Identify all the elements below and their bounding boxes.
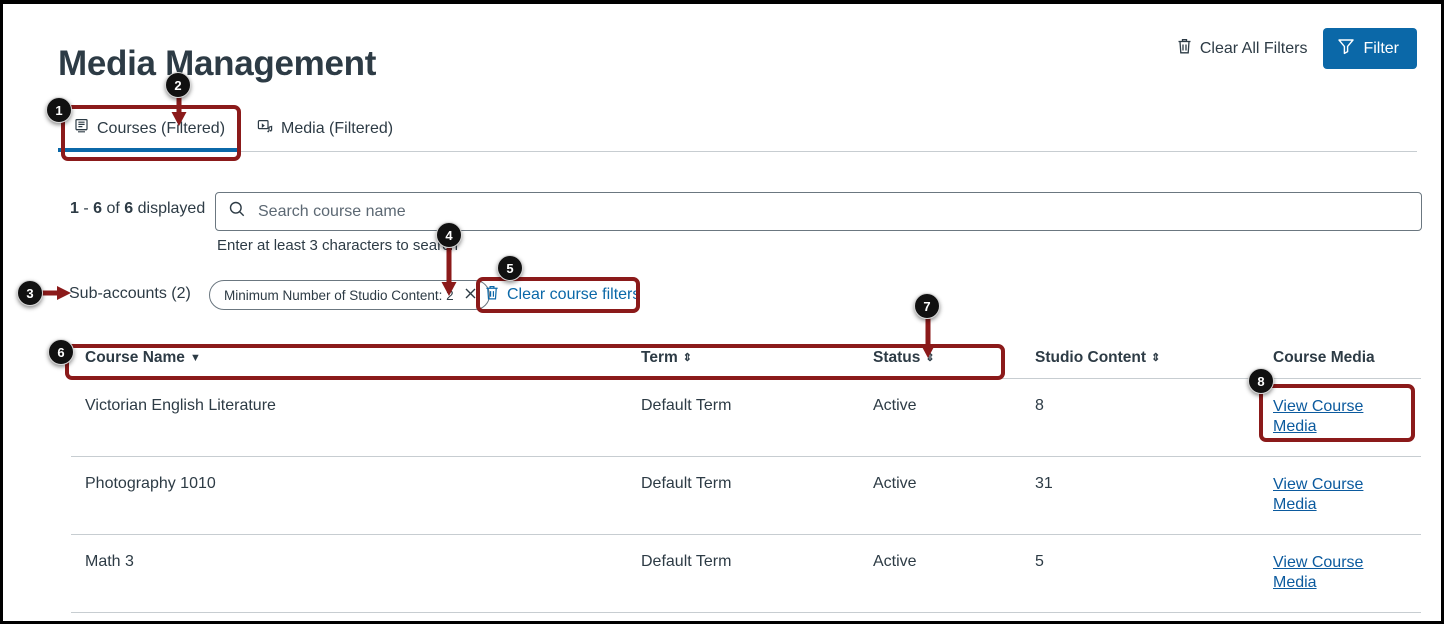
sort-updown-icon: ⇕ [925, 352, 935, 364]
cell-course-media: View Course Media [1259, 612, 1421, 621]
column-header-studio-content[interactable]: Studio Content ⇕ [1021, 344, 1259, 379]
annotation-badge-7: 7 [914, 293, 940, 319]
filter-button-label: Filter [1363, 39, 1399, 57]
sub-accounts-label: Sub-accounts (2) [69, 285, 191, 302]
table-row: History 101 Default Term Active 14 View … [71, 612, 1421, 621]
results-count-start: 1 [70, 200, 79, 217]
column-header-course-name-label: Course Name [85, 349, 185, 366]
cell-course-media: View Course Media [1259, 534, 1421, 613]
cell-term: Default Term [627, 534, 859, 613]
view-course-media-link[interactable]: View Course Media [1273, 553, 1364, 592]
header-actions: Clear All Filters Filter [1174, 28, 1417, 69]
funnel-icon [1337, 37, 1355, 60]
column-header-term-label: Term [641, 349, 678, 366]
page-title: Media Management [58, 44, 377, 84]
table-header: Course Name ▼ Term ⇕ Status ⇕ Studio Conten… [71, 344, 1421, 379]
cell-term: Default Term [627, 456, 859, 535]
tab-courses-label: Courses (Filtered) [97, 119, 226, 137]
courses-book-icon [74, 118, 89, 139]
view-course-media-link[interactable]: View Course Media [1273, 475, 1364, 514]
results-count-of: of [102, 200, 125, 217]
results-count-total: 6 [124, 200, 134, 217]
cell-status: Active [859, 534, 1021, 613]
filter-button[interactable]: Filter [1323, 28, 1417, 69]
cell-studio-content: 5 [1021, 534, 1259, 613]
cell-studio-content: 14 [1021, 612, 1259, 621]
sort-updown-icon: ⇕ [1151, 352, 1161, 364]
column-header-course-media-label: Course Media [1273, 349, 1375, 366]
column-header-status[interactable]: Status ⇕ [859, 344, 1021, 379]
cell-course-name: Math 3 [71, 534, 627, 613]
cell-status: Active [859, 612, 1021, 621]
cell-studio-content: 31 [1021, 456, 1259, 535]
cell-course-name: Victorian English Literature [71, 378, 627, 457]
column-header-course-name[interactable]: Course Name ▼ [71, 344, 627, 379]
tab-courses[interactable]: Courses (Filtered) [58, 118, 242, 152]
column-header-status-label: Status [873, 349, 921, 366]
cell-course-name: History 101 [71, 612, 627, 621]
sort-desc-icon: ▼ [189, 352, 201, 364]
clear-course-filters-button[interactable]: Clear course filters [482, 283, 642, 307]
column-header-term[interactable]: Term ⇕ [627, 344, 859, 379]
annotation-badge-5: 5 [497, 255, 523, 281]
column-header-studio-content-label: Studio Content [1035, 349, 1147, 366]
table-row: Photography 1010 Default Term Active 31 … [71, 456, 1421, 535]
cell-studio-content: 8 [1021, 378, 1259, 457]
clear-all-filters-button[interactable]: Clear All Filters [1174, 33, 1310, 64]
table-header-row: Course Name ▼ Term ⇕ Status ⇕ Studio Conten… [71, 344, 1421, 379]
view-course-media-link[interactable]: View Course Media [1273, 398, 1364, 436]
filter-pill-studio-content[interactable]: Minimum Number of Studio Content: 2 [209, 280, 490, 310]
search-input[interactable] [256, 201, 1409, 222]
cell-course-media: View Course Media [1259, 456, 1421, 535]
trash-icon [1176, 37, 1193, 60]
courses-table: Course Name ▼ Term ⇕ Status ⇕ Studio Conten… [71, 344, 1421, 621]
trash-icon [484, 284, 500, 306]
cell-term: Default Term [627, 378, 859, 457]
search-box[interactable] [215, 192, 1422, 231]
media-video-icon [257, 118, 273, 139]
results-count-suffix: displayed [133, 200, 206, 217]
annotation-arrow-3 [39, 286, 71, 300]
results-count: 1 - 6 of 6 displayed [70, 200, 205, 218]
cell-status: Active [859, 378, 1021, 457]
clear-course-filters-label: Clear course filters [507, 286, 641, 303]
tab-media[interactable]: Media (Filtered) [241, 118, 409, 151]
tab-list: Courses (Filtered) Media (Filtered) [58, 112, 1417, 152]
table-row: Math 3 Default Term Active 5 View Course… [71, 534, 1421, 613]
sort-updown-icon: ⇕ [682, 352, 692, 364]
annotation-badge-3: 3 [17, 280, 43, 306]
column-header-course-media: Course Media [1259, 344, 1421, 379]
cell-term: Default Term [627, 612, 859, 621]
tab-media-label: Media (Filtered) [281, 119, 394, 137]
filter-pill-label: Minimum Number of Studio Content: 2 [224, 287, 454, 303]
table-body: Victorian English Literature Default Ter… [71, 378, 1421, 621]
close-icon[interactable] [464, 287, 477, 304]
table-row: Victorian English Literature Default Ter… [71, 378, 1421, 457]
cell-course-name: Photography 1010 [71, 456, 627, 535]
cell-status: Active [859, 456, 1021, 535]
search-icon [228, 200, 246, 223]
cell-course-media: View Course Media [1259, 378, 1421, 457]
results-count-shown: 6 [93, 200, 103, 217]
search-hint: Enter at least 3 characters to search [217, 237, 458, 254]
clear-all-filters-label: Clear All Filters [1199, 39, 1308, 57]
results-count-dash: - [78, 200, 94, 217]
